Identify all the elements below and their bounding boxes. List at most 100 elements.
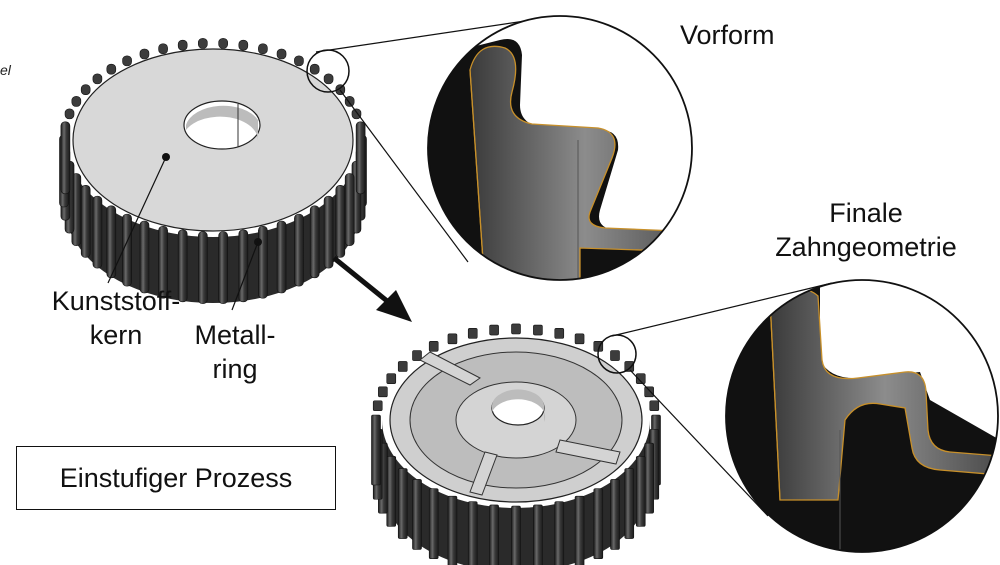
zoom-line-lower bbox=[339, 89, 469, 263]
gear-tooth bbox=[64, 108, 75, 120]
gear-tooth bbox=[276, 220, 287, 294]
label-finale-line2: Zahngeometrie bbox=[775, 232, 957, 262]
leader-line-core bbox=[107, 156, 167, 284]
gear-tooth bbox=[386, 456, 397, 527]
gear-tooth bbox=[635, 456, 646, 527]
gear-tooth bbox=[610, 350, 620, 361]
gear-tooth bbox=[533, 324, 543, 336]
gear-tooth bbox=[122, 213, 132, 287]
gear-tooth bbox=[92, 73, 103, 85]
gear-tooth bbox=[489, 504, 499, 565]
gear-tooth bbox=[158, 225, 168, 299]
gear-vorform-teeth bbox=[59, 38, 367, 304]
leader-line-ring bbox=[231, 241, 259, 311]
label-kunststoff-line2: kern bbox=[89, 320, 143, 350]
edge-fragment-text: el bbox=[0, 62, 11, 78]
gear-tooth bbox=[554, 501, 565, 565]
detail-frame-vorform bbox=[427, 15, 693, 281]
spoke-left bbox=[419, 351, 481, 386]
gear-tooth bbox=[397, 468, 408, 539]
gear-side-band bbox=[65, 140, 361, 303]
gear-tooth bbox=[344, 96, 355, 107]
gear-tooth bbox=[428, 340, 439, 352]
gear-tooth bbox=[294, 213, 304, 287]
gear-tooth bbox=[106, 205, 117, 279]
gear-tooth bbox=[238, 39, 249, 51]
gear-tooth bbox=[624, 468, 635, 539]
spoke-right bbox=[555, 439, 621, 465]
gear-tooth bbox=[323, 73, 334, 85]
gear-tooth bbox=[511, 505, 521, 565]
gear-tooth bbox=[198, 231, 208, 304]
label-kunststoffkern: Kunststoff- kern bbox=[36, 284, 196, 352]
gear-tooth bbox=[355, 121, 366, 195]
detail-frame-final bbox=[725, 279, 999, 553]
gear-tooth bbox=[335, 84, 346, 95]
gear-tooth bbox=[635, 373, 646, 384]
gear-tooth bbox=[447, 333, 458, 345]
label-kunststoff-line1: Kunststoff- bbox=[51, 286, 181, 316]
gear-tooth bbox=[467, 328, 478, 339]
gear-tooth bbox=[378, 386, 388, 398]
bore-inner-wall bbox=[186, 105, 259, 142]
gear-tooth bbox=[122, 55, 132, 67]
gear-tooth bbox=[276, 48, 287, 60]
spoke-bottom bbox=[469, 451, 498, 496]
process-arrow bbox=[332, 256, 412, 322]
gear-final-teeth bbox=[371, 323, 661, 565]
label-finale: Finale Zahngeometrie bbox=[756, 196, 976, 264]
gear-tooth bbox=[351, 108, 362, 120]
gear-tooth bbox=[309, 205, 320, 279]
gear-tooth bbox=[294, 55, 304, 67]
gear-tooth bbox=[139, 48, 150, 60]
gear-tooth bbox=[60, 121, 71, 195]
gear-tooth bbox=[467, 501, 478, 565]
gear-tooth bbox=[371, 414, 381, 486]
gear-final bbox=[371, 282, 833, 565]
gear-tooth bbox=[511, 323, 521, 335]
gear-tooth bbox=[71, 96, 82, 107]
gear-tooth bbox=[428, 488, 439, 560]
gear-tooth bbox=[238, 229, 249, 303]
gear-tooth bbox=[447, 495, 458, 565]
gear-tooth bbox=[158, 43, 168, 55]
label-metallring: Metall- ring bbox=[180, 318, 290, 386]
gear-tooth bbox=[624, 361, 635, 372]
zoom-line-upper-final bbox=[611, 282, 833, 337]
gear-vorform bbox=[59, 16, 553, 311]
gear-tooth bbox=[218, 38, 228, 49]
gear-tooth bbox=[218, 231, 228, 304]
gear-tooth bbox=[593, 488, 604, 560]
gear-tooth bbox=[258, 43, 268, 55]
gear-tooth bbox=[554, 328, 565, 339]
gear-tooth bbox=[574, 495, 585, 565]
gear-tooth bbox=[177, 229, 188, 303]
process-box: Einstufiger Prozess bbox=[16, 446, 336, 510]
gear-tooth bbox=[412, 479, 422, 550]
zoom-line-lower-final bbox=[629, 369, 769, 517]
gear-tooth bbox=[198, 38, 208, 49]
gear-tooth bbox=[258, 225, 268, 299]
gear-tooth bbox=[80, 185, 91, 258]
label-metall-line2: ring bbox=[212, 354, 258, 384]
gear-tooth bbox=[644, 386, 654, 398]
gear-tooth bbox=[386, 373, 397, 384]
detail-view-final bbox=[725, 279, 999, 553]
zoom-line-upper bbox=[315, 16, 553, 53]
detail-view-vorform bbox=[427, 15, 693, 281]
gear-tooth bbox=[412, 350, 422, 361]
gear-tooth bbox=[397, 361, 408, 372]
gear-tooth bbox=[92, 195, 103, 269]
gear-tooth bbox=[80, 84, 91, 95]
gear-tooth bbox=[533, 504, 543, 565]
label-vorform: Vorform bbox=[680, 20, 775, 50]
gear-tooth bbox=[335, 185, 346, 258]
label-metall-line1: Metall- bbox=[194, 320, 276, 350]
gear-tooth bbox=[644, 442, 654, 514]
gear-tooth bbox=[309, 63, 320, 75]
label-finale-line1: Finale bbox=[829, 198, 903, 228]
gear-tooth bbox=[177, 39, 188, 51]
gear-tooth bbox=[489, 324, 499, 336]
